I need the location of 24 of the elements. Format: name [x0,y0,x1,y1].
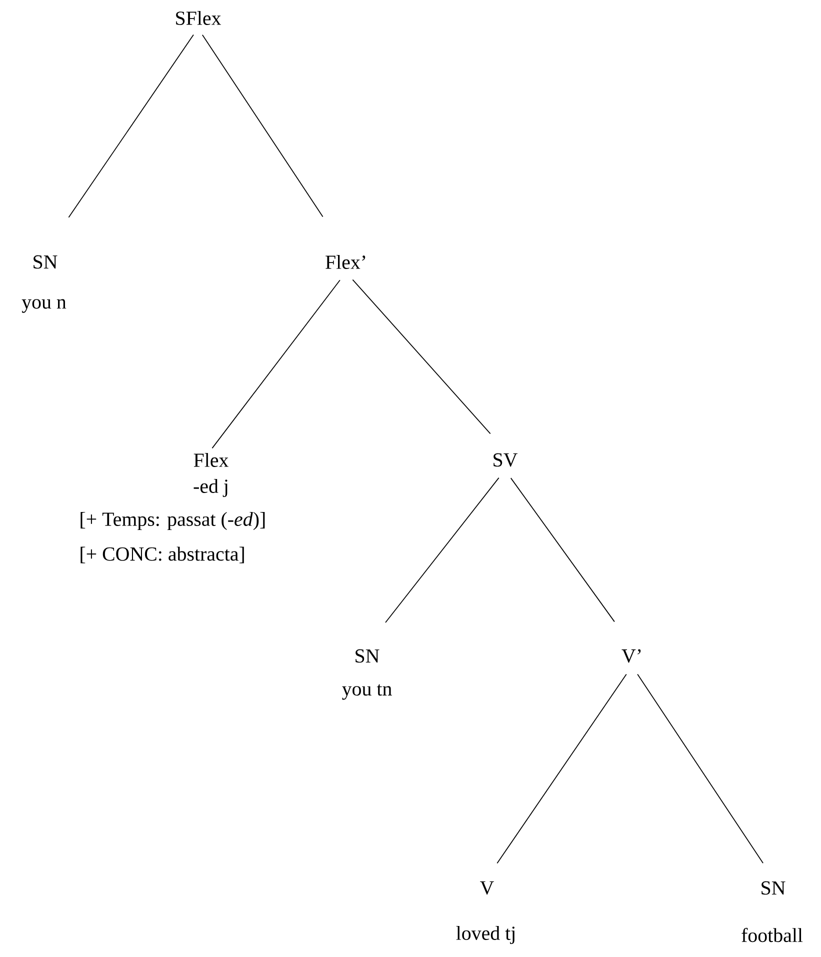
category-label: V’ [622,649,641,663]
category-label: Flex [194,452,228,467]
category-label: SN [762,881,786,895]
category-label: SV [494,453,518,467]
category-label: SFlex [176,10,221,25]
tree-branch [510,478,615,622]
word-label: [+ Temps: passat (-ed)] [80,512,265,530]
tree-branch [212,280,340,449]
tree-branch [637,674,764,864]
category-label: SN [34,255,58,269]
word-label: -ed j [194,478,228,498]
word-label: you tn [342,684,392,700]
word-label: loved tj [456,926,514,944]
tree-branch [385,477,500,623]
tree-branch [202,34,324,218]
tree-branch [352,279,491,434]
category-label: SN [356,649,380,663]
word-label: football [742,928,803,942]
category-label: V [480,881,494,895]
tree-branch [496,674,627,864]
word-label: you n [22,299,66,313]
word-label: [+ CONC: abstracta] [80,546,244,564]
tree-branch [68,34,194,218]
category-label: Flex’ [326,254,366,269]
